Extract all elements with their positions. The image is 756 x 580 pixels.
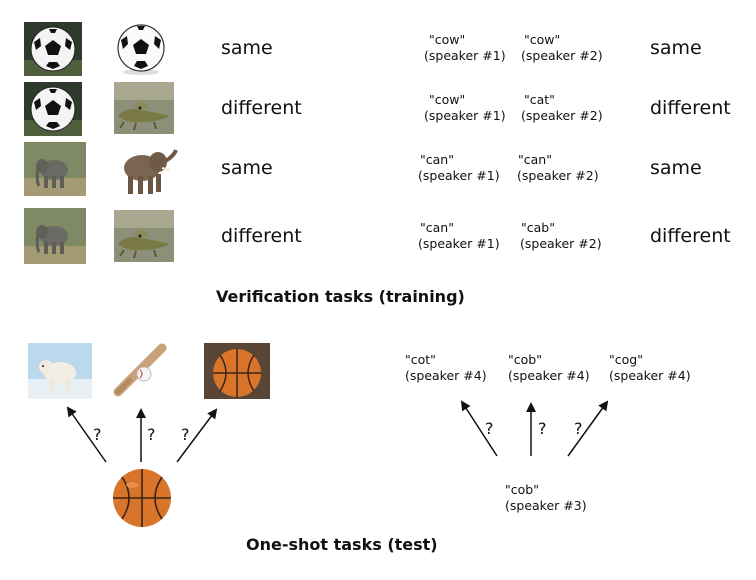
soccer-ball-icon [114,22,168,76]
soccer-ball-photo [24,22,82,76]
crocodile-photo [114,82,174,134]
baseball-bat-icon [110,340,172,400]
audio-word-2: "cab" (speaker #2) [520,220,602,251]
soccer-ball-icon [24,22,82,76]
elephant-icon [112,142,180,198]
arrow-to-polar-bear [66,406,107,463]
arrow-to-cot [460,400,498,457]
verification-caption: Verification tasks (training) [216,287,465,306]
elephant-icon [24,208,86,264]
audio-word-1: "can" (speaker #1) [418,152,500,183]
audio-pair-label: different [650,97,731,119]
audio-word-2: "cat" (speaker #2) [521,92,603,123]
crocodile-icon [114,82,174,134]
polar-bear-photo [28,343,92,399]
elephant-photo [112,142,180,198]
question-mark: ? [181,425,190,444]
audio-word-2: "cow" (speaker #2) [521,32,603,63]
oneshot-caption: One-shot tasks (test) [246,535,438,554]
image-pair-label: same [221,37,273,59]
basketball-photo [204,343,270,399]
audio-word-1: "cow" (speaker #1) [424,32,506,63]
elephant-photo [24,142,86,196]
audio-word-2: "can" (speaker #2) [517,152,599,183]
audio-word-1: "cow" (speaker #1) [424,92,506,123]
question-mark: ? [485,419,494,438]
basketball-icon [110,467,174,529]
polar-bear-icon [28,343,92,399]
image-pair-label: different [221,97,302,119]
audio-candidate-1: "cot" (speaker #4) [405,352,487,383]
soccer-ball-icon [24,82,82,136]
audio-candidate-2: "cob" (speaker #4) [508,352,590,383]
crocodile-photo [114,210,174,262]
soccer-ball-photo [24,82,82,136]
audio-candidate-3: "cog" (speaker #4) [609,352,691,383]
audio-pair-label: different [650,225,731,247]
audio-pair-label: same [650,157,702,179]
question-mark: ? [538,419,547,438]
elephant-icon [24,142,86,196]
crocodile-icon [114,210,174,262]
image-pair-label: different [221,225,302,247]
question-mark: ? [93,425,102,444]
arrow-to-cog [567,400,609,457]
basketball-query-photo [110,467,174,529]
image-pair-label: same [221,157,273,179]
question-mark: ? [574,419,583,438]
basketball-icon [204,343,270,399]
soccer-ball-photo [114,22,168,76]
arrow-to-basketball [176,408,218,463]
audio-query: "cob" (speaker #3) [505,482,587,513]
elephant-photo [24,208,86,264]
audio-word-1: "can" (speaker #1) [418,220,500,251]
baseball-bat-photo [110,340,172,400]
audio-pair-label: same [650,37,702,59]
question-mark: ? [147,425,156,444]
